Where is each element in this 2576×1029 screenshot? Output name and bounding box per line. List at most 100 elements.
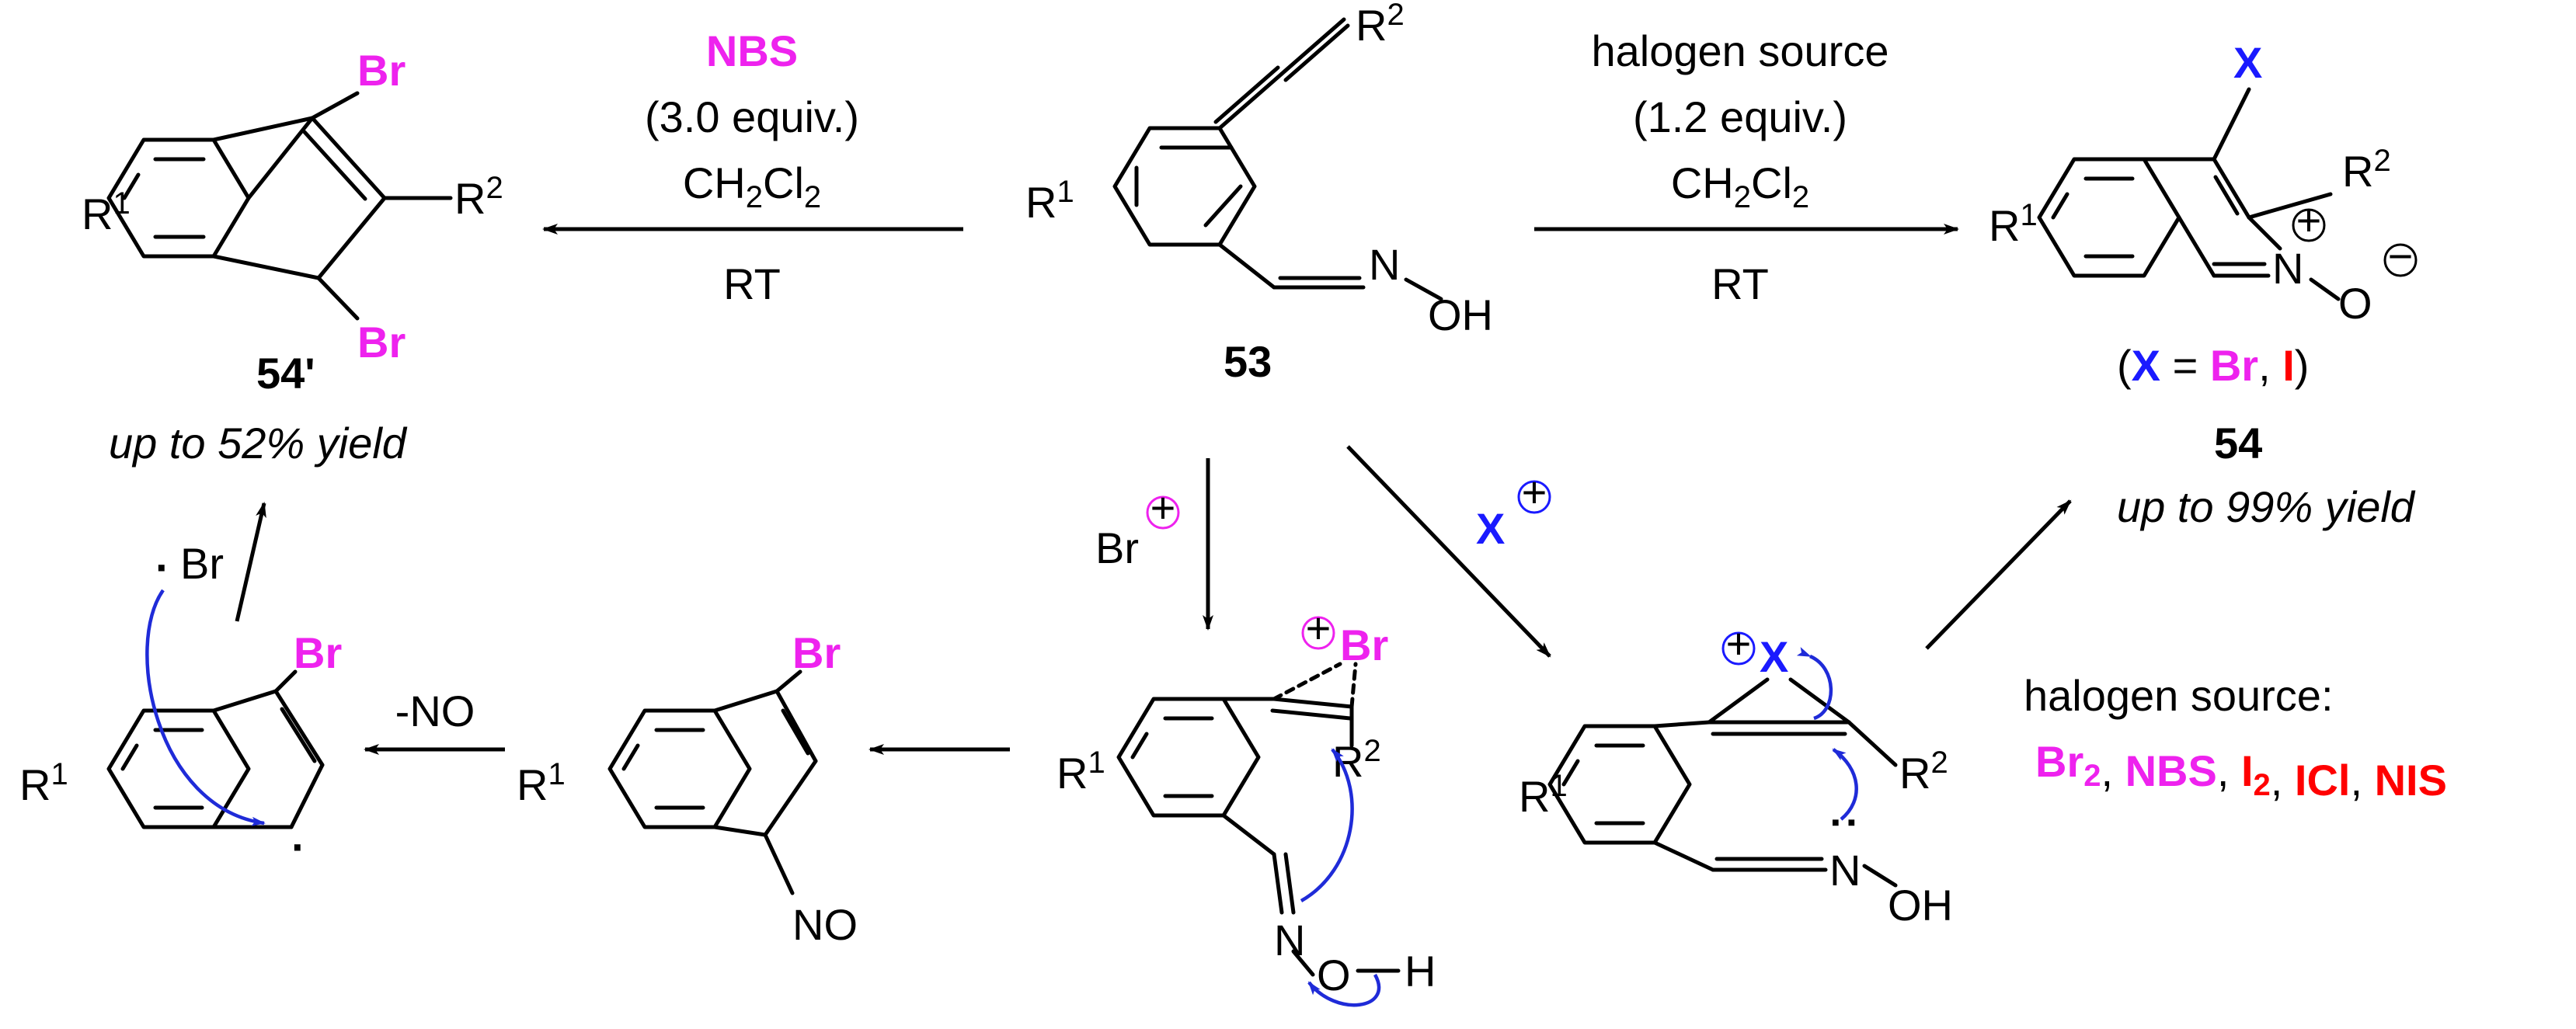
nitroso-bonds [607,669,818,895]
halogen-source-item: I [2241,746,2254,795]
compound-54-label: 54 [2214,419,2262,468]
compound-54p-bonds [106,91,453,321]
halogen-source-item: NBS [2125,746,2217,795]
bromine-radical: · Br [155,539,224,592]
n-oxide-o: O [2338,279,2372,328]
br-plus-label: Br + [1095,483,1180,572]
svg-text:·: · [155,543,170,592]
r1-group: R1 [517,757,566,809]
halogen-source-separator: , [2271,756,2295,805]
compound-53-label: 53 [1224,337,1272,386]
radical-intermediate: R1 Br · · Br [19,539,342,871]
halogen-source-item: NIS [2375,756,2447,805]
x-complex-intermediate: R1 R2 X + N : OH [1519,619,1953,930]
curly-arrow-n-attack [1300,748,1354,902]
halogen-source-subscript: 2 [2083,759,2101,793]
arrow-53-to-x-complex [1346,445,1551,658]
positive-charge-circle [2292,208,2326,242]
svg-text:+: + [1522,468,1547,516]
svg-text:+: + [1726,619,1752,668]
bromonium-br: Br [1340,621,1388,669]
halogen-source-list: halogen source: Br2, NBS, I2, ICl, NIS [2024,671,2447,805]
r1-group: R1 [19,757,68,809]
positive-charge-sign: + [2296,196,2322,245]
halogen-source-subscript: 2 [2254,768,2271,802]
equiv-3: (3.0 equiv.) [645,92,859,141]
r1-group: R1 [1025,175,1074,227]
oxime-n: N [1369,240,1400,289]
halogen-source-separator: , [2217,746,2241,795]
compound-54p-yield: up to 52% yield [109,419,408,468]
bromonium-intermediate: R1 R2 Br + N O H [1057,603,1436,1007]
x-complex-x: X [1760,632,1788,681]
curly-arrow-n-lone-pair [1832,748,1858,821]
halogen-source-items: Br2, NBS, I2, ICl, NIS [2035,737,2447,805]
bromine-top: Br [357,46,406,95]
svg-text:+: + [1306,603,1332,652]
oxime-o: O [1317,951,1351,999]
oxime-h: H [1405,947,1436,996]
solvent-ch2cl2-right: CH2Cl2 [1671,158,1809,214]
compound-53: R2 R1 N OH 53 [1025,0,1493,386]
compound-54-yield: up to 99% yield [2117,482,2416,531]
compound-54-bonds [2037,87,2341,301]
nitroso-intermediate: R1 Br NO [517,628,858,949]
compound-54p-label: 54' [256,349,315,398]
temp-rt-left: RT [723,259,781,308]
curly-arrow-radical [145,589,266,826]
bromonium-charge [1301,616,1335,650]
conditions-halogen: halogen source (1.2 equiv.) CH2Cl2 RT [1592,26,1889,308]
halogen-source-separator: , [2350,756,2374,805]
arrow-x-complex-to-54 [1925,499,2072,650]
arrow-radical-to-54p [235,502,266,622]
halogen-x: X [2233,38,2262,87]
solvent-ch2cl2-left: CH2Cl2 [683,158,821,214]
oxime-oh: OH [1428,290,1493,339]
n-oxide-n: N [2272,244,2303,293]
r1-group: R1 [1057,746,1105,798]
radical-bonds [106,669,325,829]
r2-group: R2 [2342,144,2391,196]
x-definition: (X = Br, I) [2117,341,2309,390]
r1-group: R1 [1989,198,2038,250]
reagent-nbs: NBS [706,26,798,75]
oxime-n: N [1829,846,1861,895]
svg-text:+: + [1150,483,1176,532]
r2-group: R2 [454,171,503,223]
bromine: Br [294,628,342,677]
negative-charge-sign: − [2388,231,2414,280]
r2-group: R2 [1899,746,1948,798]
radical-dot: · [291,822,306,871]
x-complex-bonds [1547,677,1898,888]
minus-no-label: -NO [395,687,475,735]
negative-charge-circle [2383,243,2418,277]
x-plus-label: X + [1476,468,1551,553]
reagent-halogen-source: halogen source [1592,26,1889,75]
r1-group: R1 [1519,769,1568,821]
bromine: Br [792,628,841,677]
bromonium-bonds [1116,662,1401,977]
oxime-oh: OH [1888,881,1953,930]
compound-54p: R1 R2 Br Br 54' up to 52% yield [82,46,503,468]
bromine-bottom: Br [357,318,406,367]
svg-text:X: X [1476,504,1505,553]
conditions-nbs: NBS (3.0 equiv.) CH2Cl2 RT [645,26,859,308]
compound-54: X R2 R1 N O + − (X = Br, I) 54 up to 99%… [1989,38,2418,531]
halogen-source-title: halogen source: [2024,671,2334,720]
lone-pair: : [1823,815,1872,830]
halogen-source-item: Br [2035,737,2083,786]
nitroso-no: NO [792,900,858,949]
curly-arrow-oh [1307,973,1381,1007]
svg-text:Br: Br [1095,523,1139,572]
r2-group: R2 [1356,0,1405,50]
svg-text:Br: Br [180,539,224,588]
halogen-source-item: ICl [2295,756,2351,805]
curly-arrow-x [1796,647,1833,721]
temp-rt-right: RT [1711,259,1769,308]
r1-group: R1 [82,186,131,238]
halogen-source-separator: , [2101,746,2125,795]
compound-53-bonds [1112,17,1443,301]
oxime-n: N [1274,916,1305,965]
x-complex-charge [1721,631,1756,666]
